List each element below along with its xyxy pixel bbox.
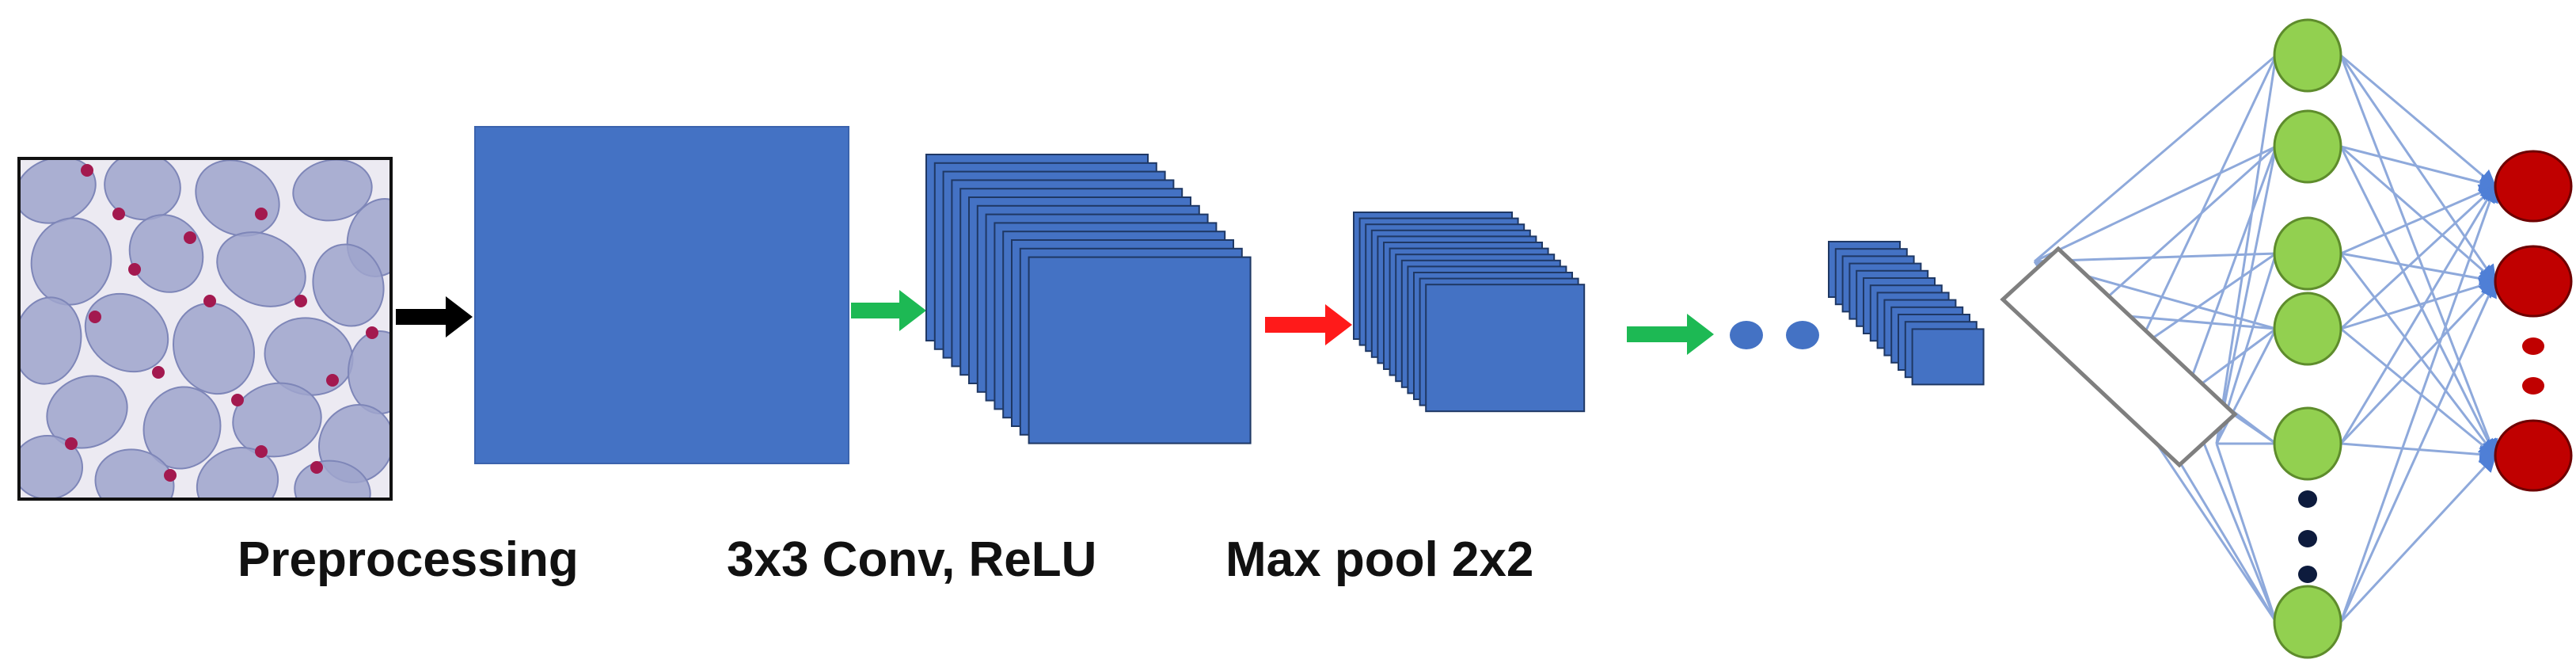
stain-dot — [203, 295, 216, 307]
microscopy-cells — [19, 158, 391, 499]
output-node — [2494, 150, 2573, 223]
connection — [2034, 54, 2277, 263]
stain-dot — [128, 263, 141, 276]
stage-arrows — [396, 290, 1714, 355]
hidden-ellipsis-dot — [2298, 490, 2317, 508]
ellipsis-dots — [1730, 321, 1819, 349]
connection-arrow — [2340, 145, 2498, 191]
connection — [2089, 145, 2277, 315]
small-feature-map-stack — [1828, 241, 1985, 386]
stain-dot — [366, 326, 378, 339]
stain-dot — [310, 461, 323, 474]
cell-nucleus — [142, 386, 222, 470]
stain-dot — [184, 231, 196, 244]
connection — [2215, 55, 2278, 444]
flatten-layer-box — [2000, 246, 2238, 468]
caption-conv-relu: 3x3 Conv, ReLU — [727, 532, 1097, 587]
hidden-node — [2273, 406, 2342, 481]
pool-feature-map-stack — [1353, 212, 1586, 413]
connection — [2215, 146, 2278, 444]
connection-arrow — [2340, 184, 2498, 255]
preprocessed-feature-map — [474, 126, 849, 464]
cell-nucleus — [104, 158, 181, 221]
hidden-node — [2273, 216, 2342, 291]
cell-nucleus — [172, 302, 256, 395]
cell-nucleus — [232, 382, 322, 458]
connection-arrow — [2339, 279, 2497, 623]
arrow-pool — [1265, 304, 1352, 345]
feature-map-layer — [1911, 328, 1985, 386]
connection — [2137, 252, 2277, 350]
fully-connected-nodes — [2273, 18, 2573, 659]
cell-nucleus — [94, 448, 175, 499]
connection-arrow — [2340, 54, 2497, 188]
stain-dot — [326, 374, 339, 387]
connection-arrow — [2339, 55, 2497, 283]
stain-dot — [164, 469, 177, 482]
stain-dot — [255, 445, 268, 458]
output-node — [2494, 419, 2573, 492]
arrow-conv-next — [1627, 314, 1714, 355]
stain-dot — [152, 366, 165, 379]
cell-nucleus — [19, 435, 83, 499]
cell-nucleus — [348, 330, 391, 414]
connection — [2034, 145, 2277, 263]
stain-dot — [231, 394, 244, 406]
input-microscopy-image — [17, 157, 393, 501]
stain-dot — [294, 295, 307, 307]
arrow-preprocessing — [396, 296, 473, 337]
fully-connected-connections — [2033, 54, 2498, 623]
hidden-node — [2273, 585, 2342, 659]
stain-dot — [65, 437, 78, 450]
feature-map-layer — [1028, 256, 1252, 444]
arrow-conv — [851, 290, 926, 331]
cell-nucleus — [292, 158, 373, 222]
cell-nucleus — [84, 292, 169, 373]
connection-arrow — [2339, 184, 2498, 623]
connection-arrow — [2340, 277, 2498, 330]
hidden-ellipsis-dot — [2298, 530, 2317, 547]
connection-arrow — [2340, 252, 2498, 288]
feature-map-layer — [1425, 284, 1586, 413]
hidden-ellipsis-dot — [2298, 566, 2317, 583]
caption-max-pool: Max pool 2x2 — [1225, 532, 1534, 587]
stain-dot — [89, 311, 101, 323]
conv-feature-map-stack — [925, 154, 1252, 444]
cell-nucleus — [196, 446, 279, 499]
connection-arrow — [2339, 253, 2497, 457]
output-ellipsis-dot — [2522, 377, 2544, 395]
connection — [2183, 146, 2278, 397]
connection-arrow — [2340, 327, 2497, 457]
connection-arrow — [2339, 185, 2497, 330]
cell-nucleus — [216, 231, 306, 307]
cell-nucleus — [19, 296, 82, 385]
output-ellipsis-dot — [2522, 337, 2544, 355]
stain-dot — [112, 208, 125, 220]
stain-dot — [255, 208, 268, 220]
cell-nucleus — [312, 243, 385, 327]
connection-arrow — [2339, 55, 2498, 458]
cell-nucleus — [46, 375, 128, 449]
hidden-node — [2273, 292, 2342, 366]
output-node — [2494, 245, 2573, 318]
stain-dot — [81, 164, 93, 177]
connection-arrow — [2339, 280, 2497, 445]
hidden-node — [2273, 18, 2342, 93]
connection-arrow — [2339, 146, 2497, 457]
connection-arrow — [2339, 454, 2497, 623]
connection — [2136, 55, 2278, 349]
connection — [2215, 443, 2278, 623]
caption-preprocessing: Preprocessing — [237, 532, 579, 587]
hidden-node — [2273, 109, 2342, 184]
connection-arrow — [2339, 185, 2497, 444]
